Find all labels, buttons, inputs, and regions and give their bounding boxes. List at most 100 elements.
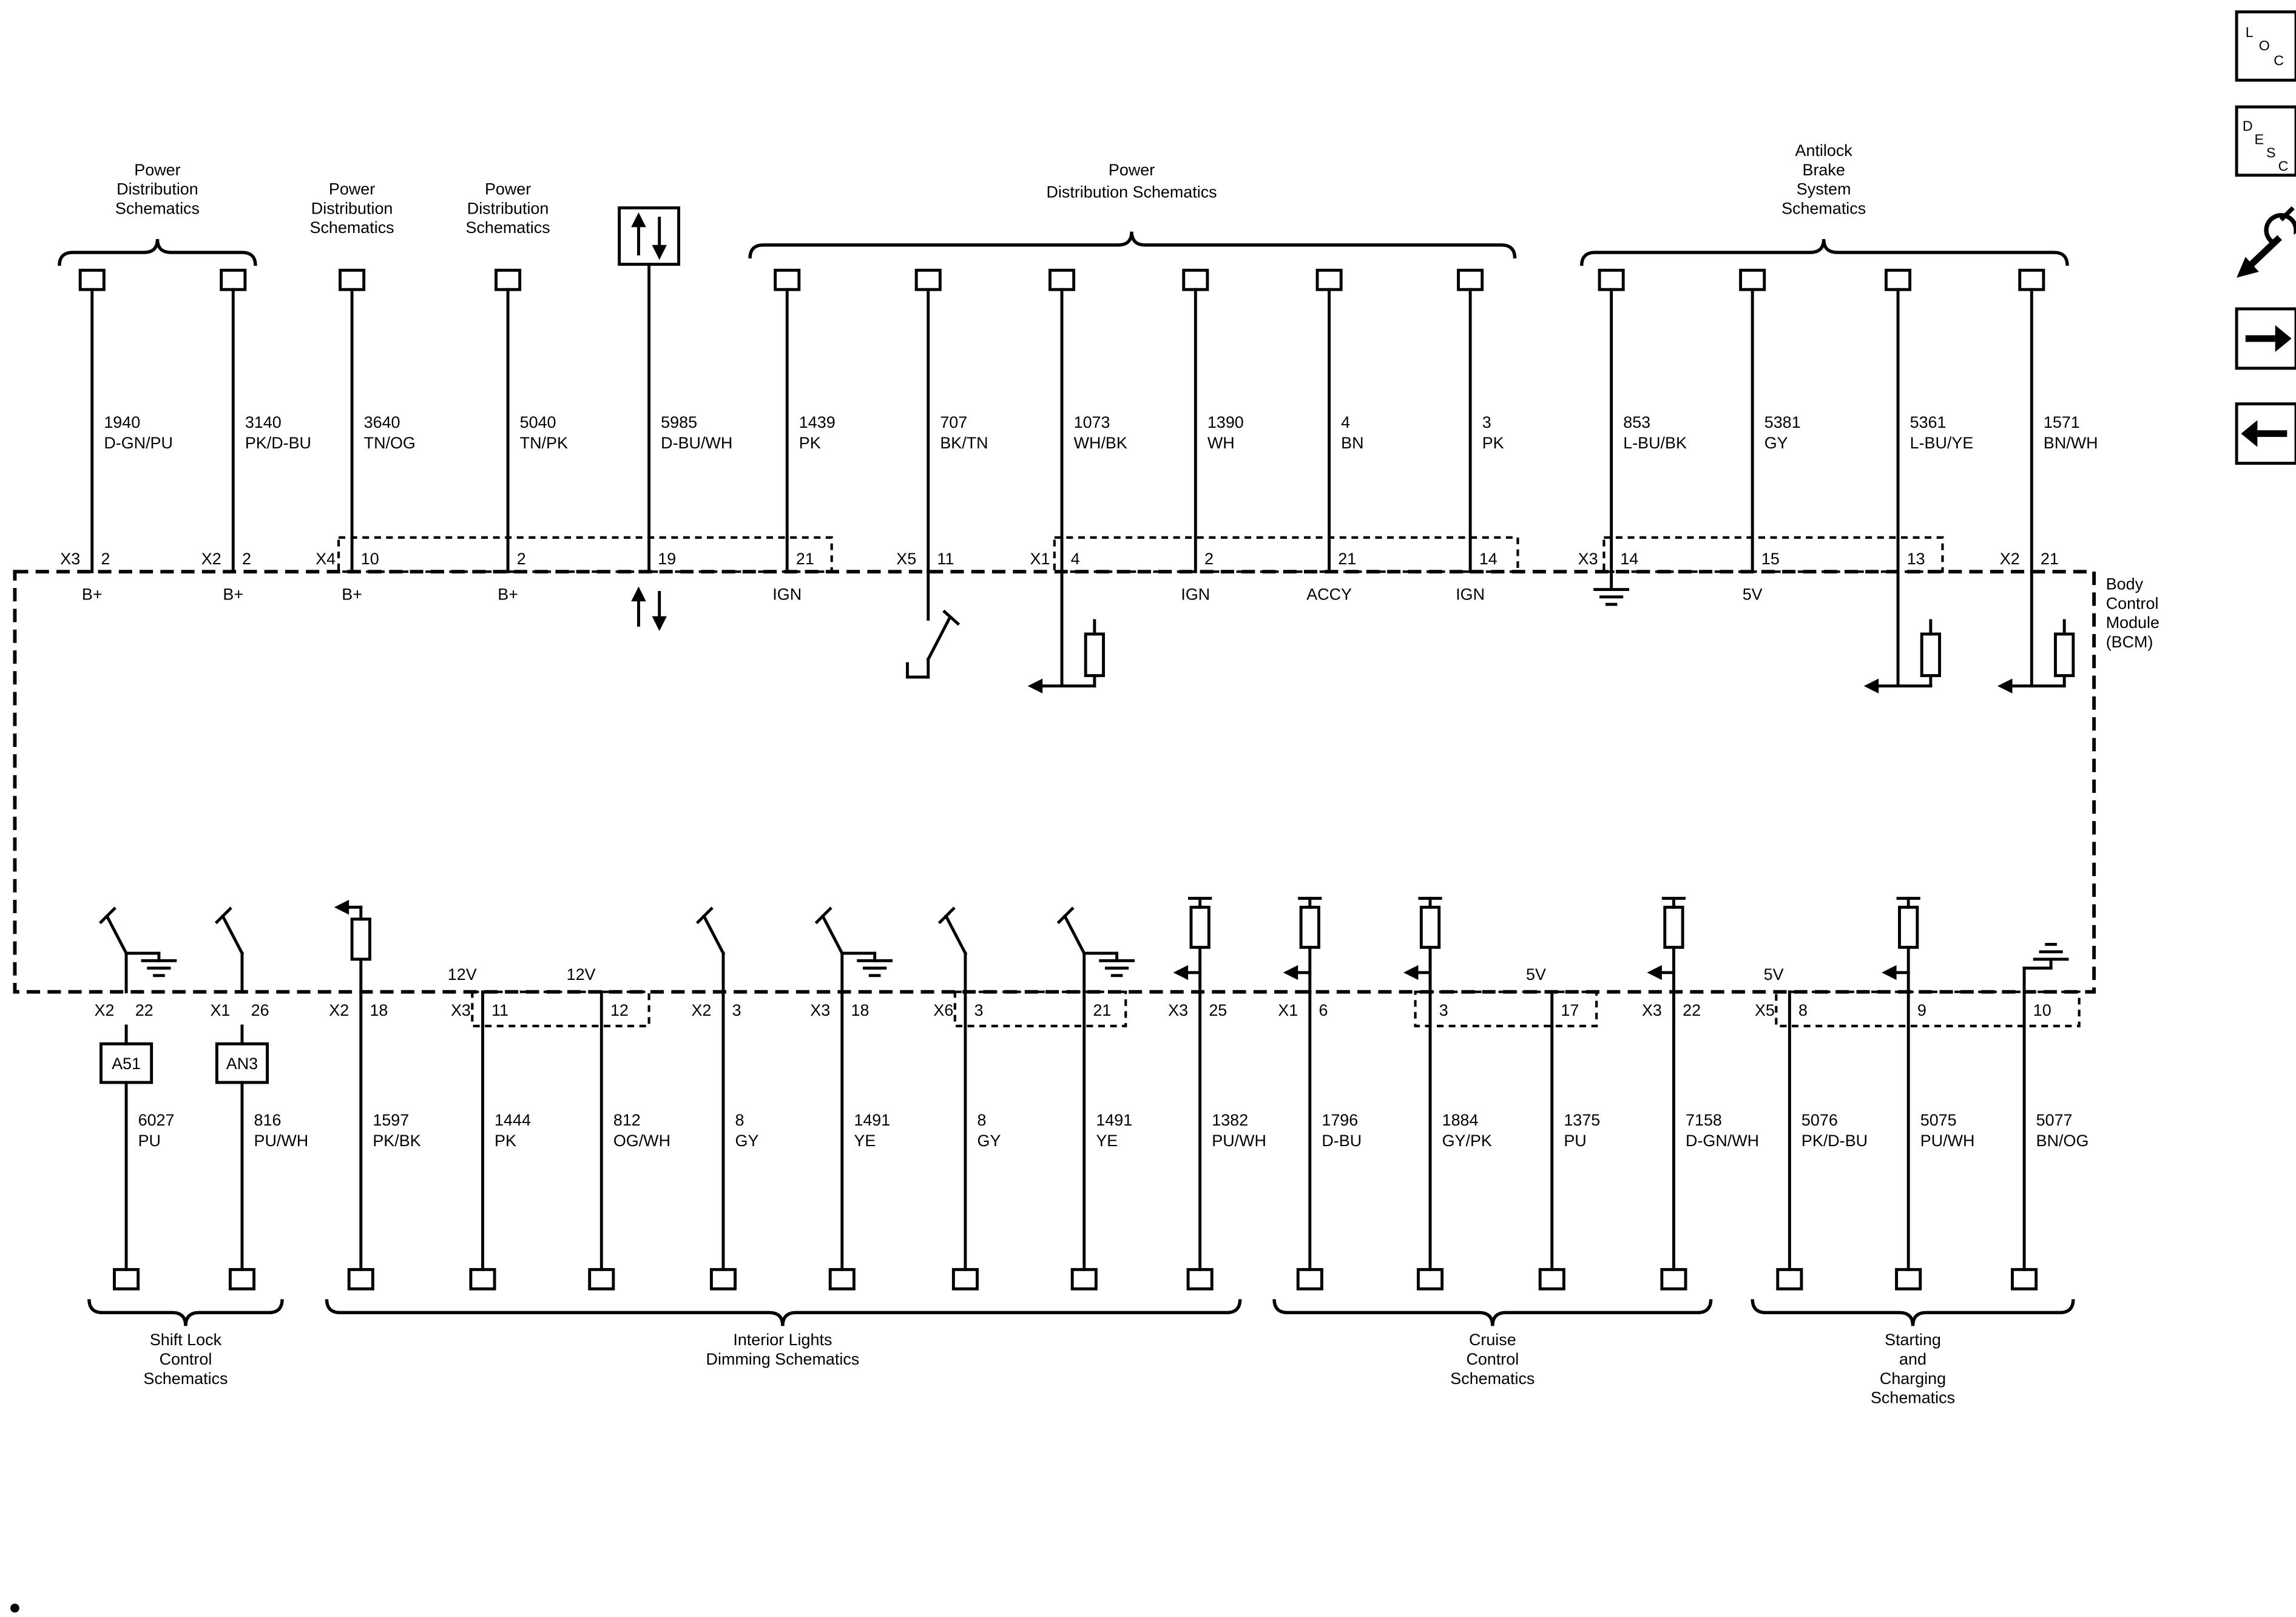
resistor-icon: [1299, 905, 1320, 949]
pin-number: 26: [251, 1001, 269, 1019]
loc-button[interactable]: L O C: [2235, 10, 2296, 82]
connector-label: X2: [95, 1001, 115, 1019]
component-id: AN3: [226, 1055, 258, 1073]
terminal-icon: [78, 268, 106, 291]
top-wire-9: 1390 WH 2 IGN: [1181, 268, 1244, 604]
wire-color: GY: [1764, 434, 1788, 452]
top-wires: 1940 D-GN/PU X3 2 B+ 3140 PK/D-BU X2 2 B…: [60, 206, 2098, 604]
circuit-number: 8: [735, 1111, 745, 1129]
pin-number: 11: [491, 1001, 508, 1019]
wire-color: OG/WH: [613, 1132, 670, 1150]
wire-color: WH/BK: [1074, 434, 1127, 452]
connector-label: X2: [329, 1001, 349, 1019]
bottom-wire-13: 5V 17 1375 PU: [1526, 965, 1600, 1291]
svg-text:Interior Lights: Interior Lights: [733, 1331, 832, 1349]
bottom-group-starting-charging: Starting and Charging Schematics: [1751, 1299, 2075, 1407]
wire-color: WH: [1207, 434, 1235, 452]
desc-button[interactable]: D E S C: [2235, 105, 2296, 177]
wire-color: BK/TN: [940, 434, 988, 452]
connector-label: X4: [316, 550, 336, 568]
svg-text:C: C: [2278, 158, 2289, 174]
terminal-icon: [1315, 268, 1343, 291]
connector-label: X2: [2000, 550, 2020, 568]
svg-text:O: O: [2259, 38, 2270, 53]
resistor-icon: [1084, 632, 1106, 677]
top-wire-5: 5985 D-BU/WH 19: [618, 206, 732, 573]
switch-icon: [937, 906, 968, 994]
pin-number: 9: [1917, 1001, 1926, 1019]
connector-label: X3: [1168, 1001, 1188, 1019]
resistor-arrow-icon: [1882, 897, 1920, 994]
circuit-number: 1940: [104, 413, 140, 431]
wire-color: BN: [1341, 434, 1363, 452]
svg-text:Brake: Brake: [1803, 161, 1845, 179]
bcm-label-line: Module: [2106, 613, 2159, 632]
top-group-power-dist-d: Power Distribution Schematics: [748, 161, 1517, 258]
wire-color: PK/BK: [373, 1132, 420, 1150]
bottom-wire-3: X2 18 1597 PK/BK: [329, 900, 421, 1291]
svg-text:Cruise: Cruise: [1469, 1331, 1516, 1349]
resistor-icon: [1663, 905, 1684, 949]
terminal-icon: [347, 1268, 374, 1291]
wire-color: PU/WH: [254, 1132, 309, 1150]
ground-icon: [2022, 942, 2069, 994]
connector-label: X5: [896, 550, 916, 568]
bottom-group-shift-lock: Shift Lock Control Schematics: [87, 1299, 284, 1388]
connector-label: X1: [1030, 550, 1050, 568]
circuit-number: 5077: [2036, 1111, 2073, 1129]
wire-color: YE: [854, 1132, 876, 1150]
svg-text:Antilock: Antilock: [1795, 141, 1853, 160]
wire-color: L-BU/YE: [1910, 434, 1974, 452]
top-group-power-dist-b: Power Distribution Schematics: [310, 180, 394, 237]
circuit-number: 853: [1623, 413, 1650, 431]
pin-function: IGN: [1181, 586, 1210, 604]
pin-number: 6: [1319, 1001, 1328, 1019]
resistor-arrow-icon: [1173, 897, 1212, 994]
connector-label: X5: [1755, 1001, 1775, 1019]
forward-arrow-button[interactable]: [2235, 307, 2296, 370]
supply-label: 12V: [567, 965, 596, 984]
resistor-icon: [350, 917, 371, 961]
terminal-icon: [1885, 268, 1912, 291]
resistor-arrow-icon: [1863, 570, 1942, 694]
bcm-label-line: Control: [2106, 594, 2159, 612]
switch-icon: [906, 570, 961, 679]
terminal-icon: [1048, 268, 1076, 291]
svg-text:L: L: [2246, 24, 2254, 40]
resistor-icon: [2054, 632, 2075, 677]
top-pin-box: [1602, 536, 1944, 573]
svg-text:C: C: [2274, 53, 2284, 69]
top-wire-4: 5040 TN/PK 2 B+: [495, 268, 568, 604]
resistor-arrow-icon: [1403, 897, 1442, 994]
resistor-arrow-icon: [1647, 897, 1686, 994]
circuit-number: 5075: [1920, 1111, 1957, 1129]
group-brace: [87, 1299, 284, 1326]
top-group-power-dist-c: Power Distribution Schematics: [466, 180, 550, 237]
bottom-wire-10: X3 25 1382 PU/WH: [1168, 897, 1266, 1291]
group-brace: [58, 238, 257, 266]
top-wire-11: 3 PK 14 IGN: [1456, 268, 1504, 604]
pin-number: 10: [361, 550, 379, 568]
svg-text:Charging: Charging: [1880, 1369, 1946, 1388]
svg-text:Control: Control: [160, 1350, 212, 1368]
terminal-icon: [1186, 1268, 1214, 1291]
switch-ground-icon: [814, 906, 893, 994]
wire-color: D-GN/PU: [104, 434, 173, 452]
bottom-wire-12: 3 1884 GY/PK: [1403, 897, 1492, 1291]
svg-text:E: E: [2254, 131, 2264, 147]
bottom-wire-11: X1 6 1796 D-BU: [1278, 897, 1362, 1291]
svg-text:Schematics: Schematics: [1781, 199, 1866, 217]
wire-color: D-GN/WH: [1686, 1132, 1759, 1150]
top-wire-8: 1073 WH/BK X1 4: [1030, 268, 1127, 573]
terminal-icon: [1598, 268, 1625, 291]
top-wire-15: 1571 BN/WH X2 21: [2000, 268, 2098, 573]
back-arrow-button[interactable]: [2235, 402, 2296, 465]
svg-text:Distribution: Distribution: [467, 199, 549, 217]
pin-number: 17: [1561, 1001, 1579, 1019]
bottom-wire-15: 5V X5 8 5076 PK/D-BU: [1755, 965, 1868, 1291]
circuit-number: 1884: [1442, 1111, 1479, 1129]
resistor-icon: [1419, 905, 1441, 949]
terminal-icon: [113, 1268, 140, 1291]
pin-number: 21: [2041, 550, 2059, 568]
fix-it-wrench-icon[interactable]: [2237, 206, 2296, 278]
